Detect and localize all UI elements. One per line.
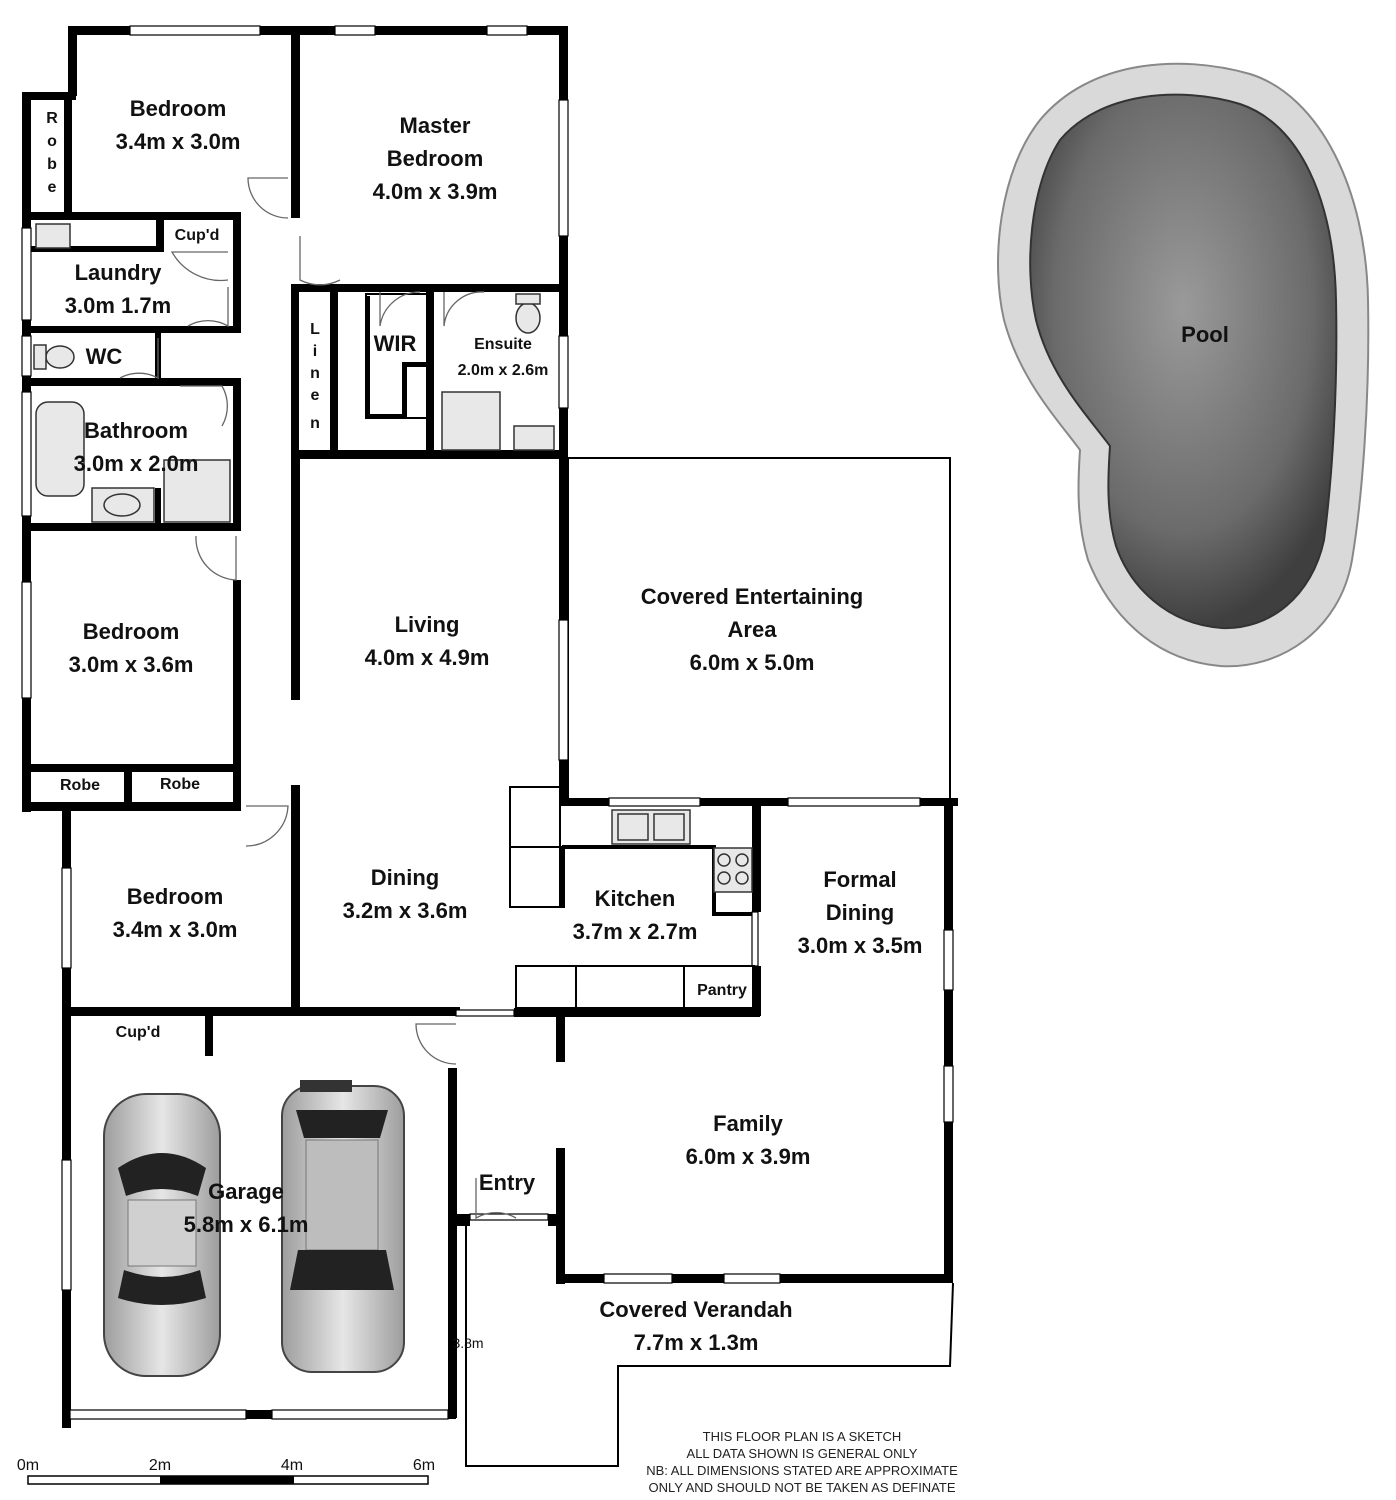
laundry-cupd: Cup'd [175, 227, 220, 244]
robe-left: Robe [60, 777, 100, 794]
family-name: Family [713, 1111, 783, 1136]
disclaimer-line-4: ONLY AND SHOULD NOT BE TAKEN AS DEFINATE [648, 1480, 955, 1495]
wir-name: WIR [374, 331, 417, 356]
bathroom-name: Bathroom [84, 418, 188, 443]
scale-6m: 6m [413, 1457, 435, 1474]
garage-size: 5.8m x 6.1m [184, 1212, 309, 1237]
laundry-name: Laundry [75, 260, 163, 285]
garage-cupd: Cup'd [116, 1024, 161, 1041]
entertaining-name-1: Covered Entertaining [641, 584, 863, 609]
fixtures [33, 223, 755, 1009]
formal-dining-name-1: Formal [823, 867, 896, 892]
bedroom-1-size: 3.4m x 3.0m [116, 129, 241, 154]
scale-4m: 4m [281, 1457, 303, 1474]
bathroom-size: 3.0m x 2.0m [74, 451, 199, 476]
bedroom-3-name: Bedroom [127, 884, 224, 909]
labels: Bedroom 3.4m x 3.0m R o b e Master Bedro… [17, 96, 1229, 1495]
verandah-size: 7.7m x 1.3m [634, 1330, 759, 1355]
linen-letter-5: n [310, 415, 320, 432]
linen-letter-4: e [311, 387, 320, 404]
entertaining-size: 6.0m x 5.0m [690, 650, 815, 675]
linen-letter-1: L [310, 321, 320, 338]
bedroom-2-size: 3.0m x 3.6m [69, 652, 194, 677]
master-name-1: Master [400, 113, 471, 138]
garage-name: Garage [208, 1179, 284, 1204]
verandah-name: Covered Verandah [599, 1297, 792, 1322]
scale-2m: 2m [149, 1457, 171, 1474]
robe-right: Robe [160, 776, 200, 793]
windows [21, 25, 954, 1420]
robe-letter-2: o [47, 133, 57, 150]
master-size: 4.0m x 3.9m [373, 179, 498, 204]
car-right-icon [281, 1080, 405, 1373]
scale-bar [27, 1475, 429, 1485]
car-left-icon [103, 1093, 221, 1377]
family-size: 6.0m x 3.9m [686, 1144, 811, 1169]
pool-icon [997, 62, 1370, 668]
dining-size: 3.2m x 3.6m [343, 898, 468, 923]
bedroom-2-name: Bedroom [83, 619, 180, 644]
disclaimer-line-2: ALL DATA SHOWN IS GENERAL ONLY [687, 1446, 918, 1461]
entertaining-name-2: Area [728, 617, 778, 642]
formal-dining-size: 3.0m x 3.5m [798, 933, 923, 958]
doors [119, 177, 517, 1220]
ensuite-name: Ensuite [474, 336, 532, 353]
living-size: 4.0m x 4.9m [365, 645, 490, 670]
robe-letter-3: b [47, 156, 57, 173]
pool-label: Pool [1181, 322, 1229, 347]
robe-letter-4: e [48, 179, 57, 196]
ensuite-size: 2.0m x 2.6m [458, 362, 549, 379]
disclaimer-line-1: THIS FLOOR PLAN IS A SKETCH [703, 1429, 902, 1444]
linen-letter-3: n [310, 365, 320, 382]
robe-letter-1: R [46, 110, 58, 127]
dining-name: Dining [371, 865, 439, 890]
kitchen-name: Kitchen [595, 886, 676, 911]
kitchen-size: 3.7m x 2.7m [573, 919, 698, 944]
disclaimer-line-3: NB: ALL DIMENSIONS STATED ARE APPROXIMAT… [646, 1463, 958, 1478]
dimension-note: 3.8m [452, 1335, 483, 1351]
laundry-size: 3.0m 1.7m [65, 293, 171, 318]
pantry-label: Pantry [697, 982, 747, 999]
scale-0m: 0m [17, 1457, 39, 1474]
wc-name: WC [86, 344, 123, 369]
master-name-2: Bedroom [387, 146, 484, 171]
linen-letter-2: i [313, 343, 317, 360]
living-name: Living [395, 612, 460, 637]
bedroom-3-size: 3.4m x 3.0m [113, 917, 238, 942]
bedroom-1-name: Bedroom [130, 96, 227, 121]
formal-dining-name-2: Dining [826, 900, 894, 925]
entry-label: Entry [479, 1170, 536, 1195]
